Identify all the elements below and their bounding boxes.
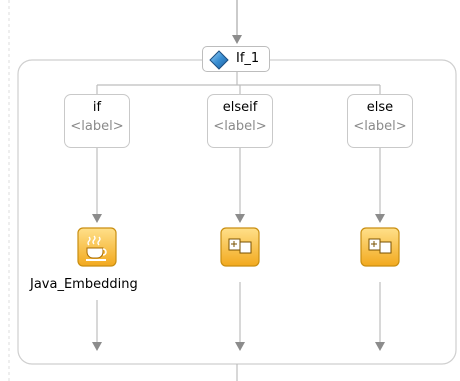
branch-else-label[interactable]: <label> — [353, 119, 407, 134]
branch-else-title: else — [366, 100, 394, 115]
branch-else[interactable]: else <label> — [347, 94, 413, 148]
empty-sequence-icon — [360, 227, 400, 267]
if-bottom-arrow — [92, 342, 102, 351]
branch-if-label[interactable]: <label> — [70, 119, 124, 134]
else-empty-sequence-activity[interactable] — [360, 227, 400, 267]
else-branch-arrow — [375, 214, 385, 223]
branch-if-title: if — [92, 100, 102, 115]
if-node-title: If_1 — [236, 51, 260, 66]
elseif-branch-arrow — [235, 214, 245, 223]
else-bottom-arrow — [375, 342, 385, 351]
java-embedding-activity[interactable] — [77, 227, 117, 267]
java-cup-icon — [77, 227, 117, 267]
incoming-arrow — [232, 35, 242, 44]
branch-elseif-label[interactable]: <label> — [213, 119, 267, 134]
branch-elseif-title: elseif — [222, 100, 258, 115]
branch-elseif[interactable]: elseif <label> — [207, 94, 273, 148]
elseif-bottom-arrow — [235, 342, 245, 351]
branch-if[interactable]: if <label> — [64, 94, 130, 148]
elseif-empty-sequence-activity[interactable] — [220, 227, 260, 267]
if-branch-arrow — [92, 214, 102, 223]
java-embedding-label: Java_Embedding — [30, 277, 138, 292]
empty-sequence-icon — [220, 227, 260, 267]
diamond-icon — [209, 50, 229, 70]
if-node-header[interactable]: If_1 — [202, 46, 270, 72]
